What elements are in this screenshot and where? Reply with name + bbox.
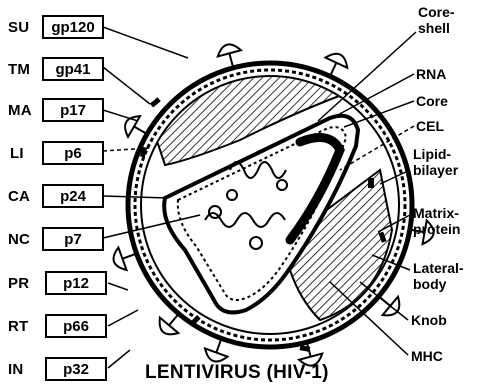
label-cel: CEL (416, 118, 444, 134)
protein-box-p7: p7 (42, 227, 104, 251)
abbr-su: SU (8, 19, 29, 36)
diagram-title: LENTIVIRUS (HIV-1) (145, 362, 329, 384)
label-line: MHC (411, 348, 443, 364)
abbr-in: IN (8, 361, 23, 378)
abbr-ma: MA (8, 102, 32, 119)
protein-box-p24: p24 (42, 184, 104, 208)
label-matrix-protein: Matrix- protein (413, 205, 460, 237)
abbr-tm: TM (8, 61, 30, 78)
label-core: Core (416, 93, 448, 109)
protein-box-p66: p66 (45, 314, 107, 338)
label-line: protein (413, 221, 460, 237)
protein-box-p17: p17 (42, 98, 104, 122)
label-line: RNA (416, 66, 446, 82)
label-line: Lateral- (413, 260, 464, 276)
label-line: shell (418, 20, 455, 36)
label-knob: Knob (411, 312, 447, 328)
label-line: body (413, 276, 464, 292)
abbr-pr: PR (8, 275, 29, 292)
label-line: Matrix- (413, 205, 460, 221)
label-lateral-body: Lateral- body (413, 260, 464, 292)
label-line: Core (416, 93, 448, 109)
label-rna: RNA (416, 66, 446, 82)
label-line: Core- (418, 4, 455, 20)
protein-box-gp120: gp120 (42, 15, 104, 39)
protein-box-gp41: gp41 (42, 57, 104, 81)
abbr-li: LI (10, 145, 24, 162)
abbr-ca: CA (8, 188, 30, 205)
label-line: Knob (411, 312, 447, 328)
label-mhc: MHC (411, 348, 443, 364)
abbr-rt: RT (8, 318, 28, 335)
protein-box-p12: p12 (45, 271, 107, 295)
label-line: CEL (416, 118, 444, 134)
protein-box-p32: p32 (45, 357, 107, 381)
label-core-shell: Core- shell (418, 4, 455, 36)
label-line: Lipid- (413, 146, 458, 162)
label-line: bilayer (413, 162, 458, 178)
abbr-nc: NC (8, 231, 30, 248)
label-lipid-bilayer: Lipid- bilayer (413, 146, 458, 178)
protein-box-p6: p6 (42, 141, 104, 165)
